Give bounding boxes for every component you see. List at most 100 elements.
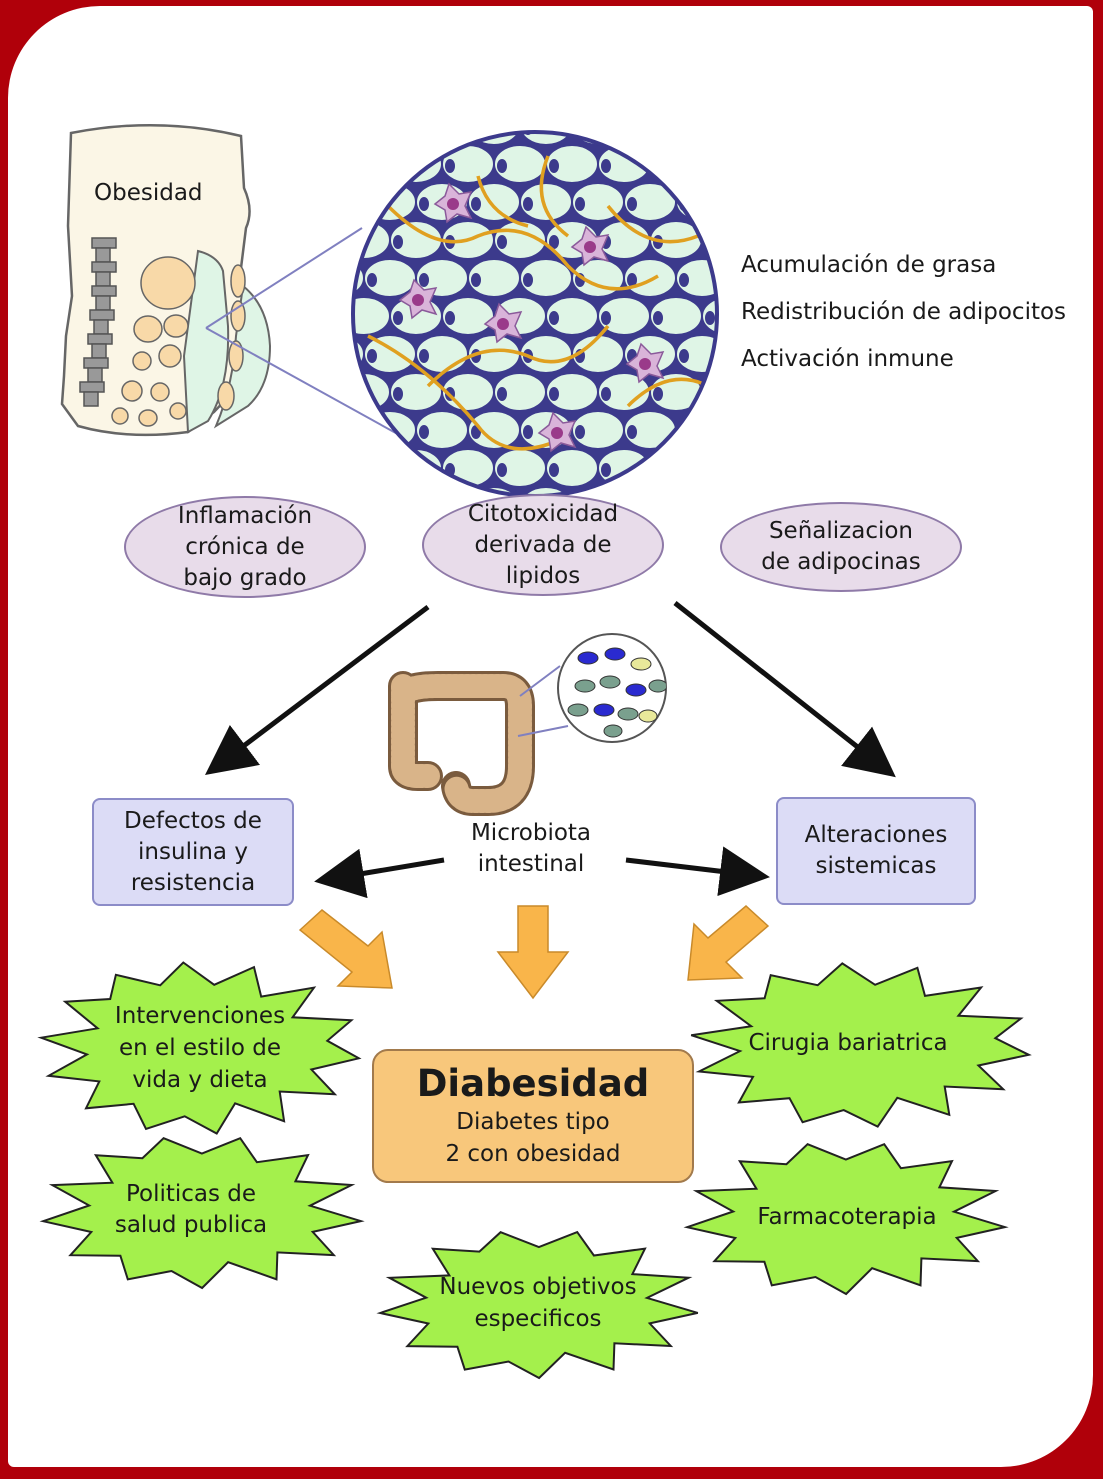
intervention-public-health: Politicas de salud publica bbox=[76, 1179, 306, 1241]
intervention-lifestyle-line: vida y dieta bbox=[132, 1067, 268, 1093]
process-fat-accumulation: Acumulación de grasa bbox=[741, 252, 997, 278]
adipocyte-cell bbox=[353, 448, 391, 488]
adipocyte-nucleus bbox=[549, 311, 559, 325]
adipocyte-cell bbox=[415, 132, 469, 146]
adipocyte-nucleus bbox=[549, 235, 559, 249]
adipocyte-nucleus bbox=[341, 311, 351, 325]
adipocyte-nucleus bbox=[419, 349, 429, 363]
systemic-alterations-box: Alteraciones sistemicas bbox=[776, 797, 976, 905]
adipocyte-nucleus bbox=[393, 463, 403, 477]
adipocyte-nucleus bbox=[627, 197, 637, 211]
adipocyte-nucleus bbox=[497, 159, 507, 173]
diagram-graphics bbox=[37, 123, 1032, 1380]
adipocyte-nucleus bbox=[315, 425, 325, 439]
adipocyte-cell bbox=[353, 182, 365, 222]
mechanism-lipid-line: lipidos bbox=[505, 562, 581, 589]
adipocyte-nucleus bbox=[445, 311, 455, 325]
mechanism-lipid-line: Citotoxicidad bbox=[467, 500, 619, 527]
burst-lifestyle bbox=[37, 961, 362, 1135]
obesity-label: Obesidad bbox=[94, 180, 203, 206]
zoom-line-top bbox=[205, 227, 363, 329]
adipocyte-nucleus bbox=[601, 159, 611, 173]
adipocyte-nucleus bbox=[627, 425, 637, 439]
intervention-new-targets-line: Nuevos objetivos bbox=[439, 1274, 637, 1300]
immune-cell-nucleus bbox=[584, 241, 596, 253]
adipocyte-nucleus bbox=[471, 132, 481, 135]
adipocyte-cell bbox=[701, 144, 717, 184]
arrow-microbiota-left bbox=[314, 848, 445, 899]
adipocyte-cell bbox=[353, 296, 391, 336]
adipocyte-nucleus bbox=[419, 197, 429, 211]
mechanism-lipid-line: derivada de bbox=[474, 531, 612, 558]
diabesity-subtitle-line: 2 con obesidad bbox=[445, 1141, 621, 1167]
adipocyte-cell bbox=[353, 410, 365, 450]
adipocyte-nucleus bbox=[315, 349, 325, 363]
immune-cell-nucleus bbox=[447, 198, 459, 210]
adipocyte-cell bbox=[467, 132, 521, 146]
adipocyte-nucleus bbox=[497, 463, 507, 477]
intestine-icon bbox=[388, 665, 569, 816]
intervention-bariatric-surgery: Cirugia bariatrica bbox=[748, 1030, 948, 1056]
adipocyte-nucleus bbox=[315, 273, 325, 287]
adipocyte-nucleus bbox=[341, 387, 351, 401]
diagram-frame: Obesidad Acumulación de grasa Redistribu… bbox=[8, 6, 1093, 1467]
adipocyte-nucleus bbox=[471, 197, 481, 211]
adipocyte-nucleus bbox=[367, 197, 377, 211]
adipocyte-nucleus bbox=[367, 425, 377, 439]
adipocyte-nucleus bbox=[367, 501, 377, 515]
collagen-fiber bbox=[367, 334, 569, 451]
mechanism-inflammation-line: Inflamación bbox=[177, 502, 313, 529]
adipocyte-nucleus bbox=[679, 132, 689, 135]
diabesity-title: Diabesidad bbox=[416, 1062, 650, 1105]
systemic-alterations-line: Alteraciones bbox=[804, 822, 948, 848]
collagen-fiber bbox=[626, 377, 709, 408]
insulin-defects-box: Defectos de insulina y resistencia bbox=[92, 798, 294, 906]
insulin-defects-line: resistencia bbox=[130, 869, 256, 896]
orange-arrows bbox=[298, 905, 770, 1000]
adipocyte-nucleus bbox=[341, 159, 351, 173]
adipocyte-nucleus bbox=[471, 273, 481, 287]
adipocyte-cell bbox=[363, 132, 417, 146]
adipocyte-nucleus bbox=[497, 387, 507, 401]
intervention-new-targets-line: especificos bbox=[474, 1306, 602, 1332]
burst-public-health bbox=[39, 1136, 365, 1290]
arrow-microbiota-right bbox=[625, 846, 770, 897]
adipocyte-nucleus bbox=[575, 197, 585, 211]
adipocyte-cell bbox=[675, 182, 717, 222]
adipocyte-nucleus bbox=[393, 387, 403, 401]
mechanism-lipid-cytotoxicity: Citotoxicidad derivada de lipidos bbox=[422, 494, 664, 596]
insulin-defects-line: insulina y bbox=[138, 838, 248, 865]
adipocyte-nucleus bbox=[705, 463, 715, 477]
adipocyte-nucleus bbox=[679, 501, 689, 515]
adipocyte-cell bbox=[363, 486, 417, 496]
burst-pharmacotherapy bbox=[683, 1142, 1009, 1296]
adipose-tissue-zoom bbox=[315, 130, 719, 515]
adipocyte-cell bbox=[467, 486, 521, 496]
adipocyte-cell bbox=[389, 448, 443, 488]
collagen-fiber bbox=[386, 204, 659, 291]
adipocyte-nucleus bbox=[341, 463, 351, 477]
adipocyte-cell bbox=[623, 132, 677, 146]
intervention-lifestyle-line: Intervenciones bbox=[114, 1003, 286, 1029]
intervention-pharmacotherapy: Farmacoterapia bbox=[757, 1204, 937, 1230]
collagen-fiber bbox=[426, 324, 610, 388]
adipocyte-nucleus bbox=[393, 311, 403, 325]
adipocyte-nucleus bbox=[445, 159, 455, 173]
intervention-lifestyle: Intervenciones en el estilo de vida y di… bbox=[70, 1000, 330, 1096]
diabesity-box: Diabesidad Diabetes tipo 2 con obesidad bbox=[372, 1049, 694, 1183]
adipocyte-nucleus bbox=[705, 311, 715, 325]
adipocyte-cell bbox=[519, 132, 573, 146]
adipocyte-nucleus bbox=[419, 501, 429, 515]
adipocyte-cell bbox=[675, 132, 717, 146]
intervention-new-targets: Nuevos objetivos especificos bbox=[408, 1271, 668, 1335]
zoom-line-bottom bbox=[205, 327, 413, 443]
adipocyte-cell bbox=[353, 144, 391, 184]
adipocyte-nucleus bbox=[705, 159, 715, 173]
process-immune-activation: Activación inmune bbox=[741, 346, 954, 372]
adipocyte-cell bbox=[649, 448, 703, 488]
adipocyte-nucleus bbox=[679, 349, 689, 363]
collagen-fiber bbox=[476, 175, 529, 228]
intervention-public-health-line: salud publica bbox=[114, 1212, 268, 1238]
microbiota-line: Microbiota bbox=[470, 820, 592, 846]
mechanism-adipokine-signaling: Señalizacion de adipocinas bbox=[720, 502, 962, 592]
